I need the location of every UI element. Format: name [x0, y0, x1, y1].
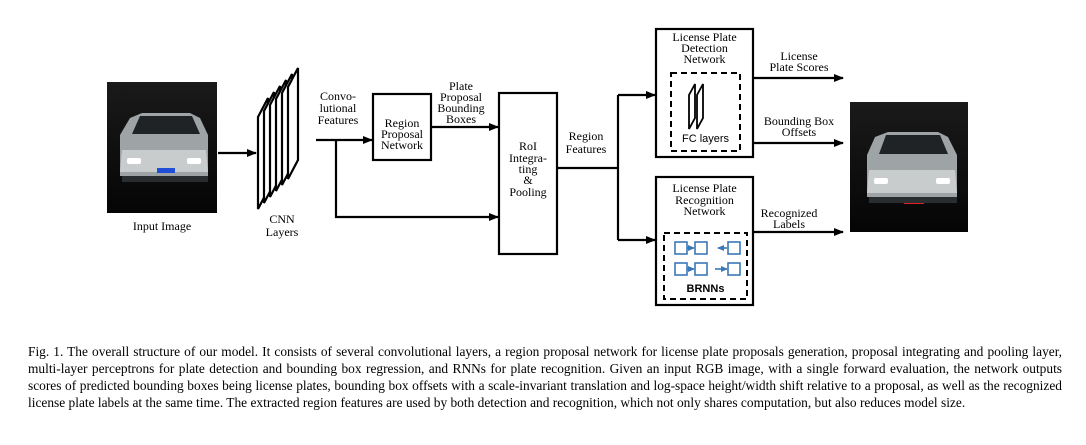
input-car-image: [107, 82, 217, 213]
plate-scores-label-1: License: [780, 49, 818, 63]
bbox-offsets-label-1: Bounding Box: [763, 114, 835, 128]
figure-caption: Fig. 1. The overall structure of our mod…: [28, 344, 1062, 410]
conv-features-label-1: Convo-: [320, 89, 356, 103]
output-car-image: [850, 102, 968, 232]
brnns-dashed-box: [663, 232, 748, 300]
plate-boxes-label-2: Proposal: [440, 90, 482, 104]
plate-boxes-label-1: Plate: [449, 79, 473, 93]
recognized-labels-label-2: Labels: [773, 217, 805, 231]
rpn-label-3: Network: [381, 138, 423, 152]
detection-network-box: [654, 27, 755, 159]
model-architecture-diagram: Input Image CNN Layers Convo- lutional F…: [107, 27, 968, 307]
plate-scores-label-2: Plate Scores: [769, 60, 829, 74]
arrow-cnn-to-roi: [334, 140, 499, 221]
detection-network-label-1: License Plate: [672, 30, 737, 44]
detection-network-label-3: Network: [683, 52, 726, 66]
fc-layers-label: FC layers: [681, 133, 730, 145]
roi-pooling-box: [497, 91, 559, 256]
fc-layers-icon: [688, 83, 704, 130]
conv-features-label-3: Features: [317, 113, 359, 127]
input-image-label: Input Image: [132, 219, 192, 233]
roi-label-1: RoI: [519, 139, 537, 153]
brnn-cells-icon: [674, 241, 741, 276]
plate-boxes-label-3: Bounding: [437, 101, 485, 115]
conv-features-label-2: lutional: [319, 101, 357, 115]
detection-network-label-2: Detection: [681, 41, 728, 55]
cnn-label: CNN: [269, 212, 295, 226]
region-features-label-2: Features: [565, 142, 607, 156]
brnns-label: BRNNs: [686, 283, 725, 295]
recognition-network-label-2: Recognition: [675, 193, 734, 207]
recognition-network-label-3: Network: [683, 204, 726, 218]
recognition-network-label-1: License Plate: [672, 181, 737, 195]
cnn-layers-stack: [256, 67, 300, 210]
fc-layers-dashed-box: [670, 72, 741, 152]
layers-label: Layers: [265, 225, 299, 239]
diagram-canvas: [107, 27, 968, 307]
roi-label-3: ting: [518, 162, 538, 176]
recognized-labels-label-1: Recognized: [760, 206, 818, 220]
bbox-offsets-label-2: Offsets: [781, 125, 817, 139]
roi-label-4: &: [523, 173, 533, 187]
rpn-label-1: Region: [384, 116, 420, 130]
region-features-label-1: Region: [568, 129, 604, 143]
rpn-label-2: Proposal: [381, 127, 423, 141]
roi-label-5: Pooling: [509, 185, 547, 199]
recognition-network-box: [654, 175, 755, 307]
plate-boxes-label-4: Boxes: [446, 112, 476, 126]
roi-label-2: Integra-: [509, 151, 547, 165]
region-proposal-network-box: [371, 92, 433, 162]
